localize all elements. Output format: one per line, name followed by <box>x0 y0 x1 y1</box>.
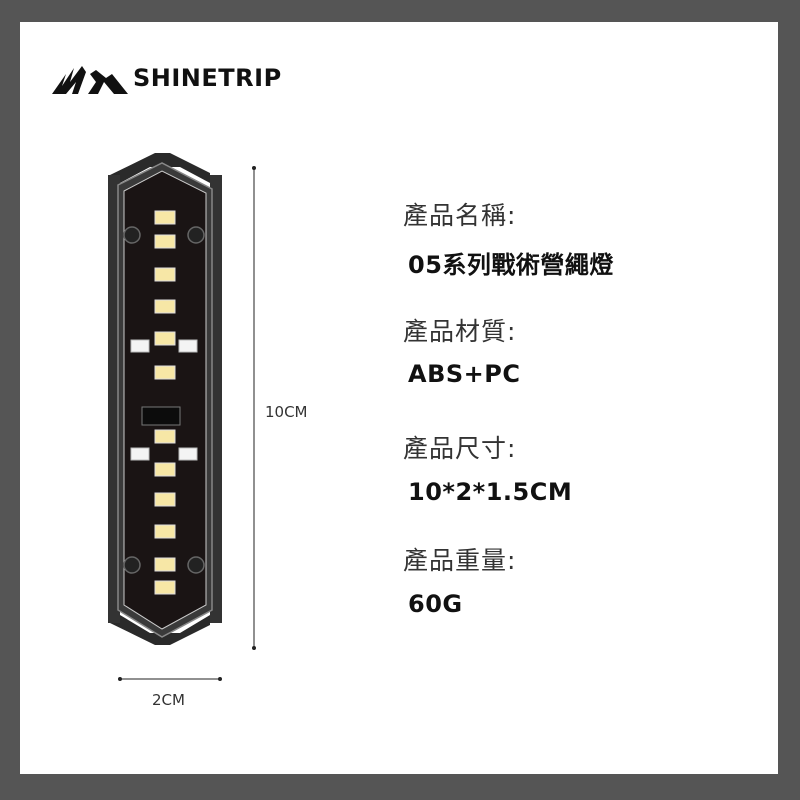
spec-label-name: 產品名稱: <box>403 201 517 230</box>
height-label: 10CM <box>265 403 308 421</box>
spec-value-weight: 60G <box>408 590 463 618</box>
spec-label-material: 產品材質: <box>403 317 517 346</box>
spec-value-material: ABS+PC <box>408 360 521 388</box>
height-dimension-line <box>252 166 256 650</box>
spec-label-weight: 產品重量: <box>403 546 517 575</box>
shinetrip-logo-icon <box>52 66 128 94</box>
spec-value-size: 10*2*1.5CM <box>408 478 573 506</box>
width-label: 2CM <box>152 691 185 709</box>
width-dimension-line <box>118 677 222 681</box>
lamp-product-image <box>108 153 222 645</box>
brand-name: SHINETRIP <box>133 64 282 92</box>
spec-label-size: 產品尺寸: <box>403 434 517 463</box>
spec-value-name: 05系列戰術營繩燈 <box>408 251 614 279</box>
